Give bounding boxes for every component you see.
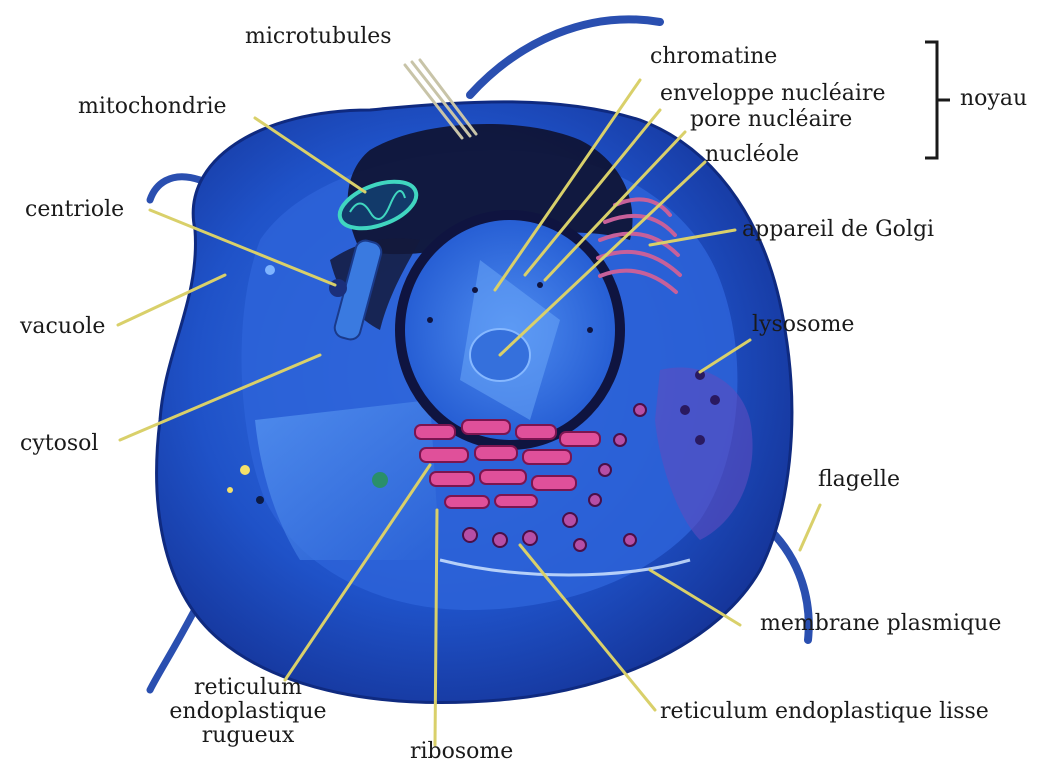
label-centriole: centriole xyxy=(25,198,124,222)
label-chromatine: chromatine xyxy=(650,45,777,69)
leader-flagelle xyxy=(800,505,820,550)
flagellum-top xyxy=(470,19,660,95)
label-reticulum-rugueux-1: reticulum xyxy=(168,676,328,700)
noyau-bracket xyxy=(925,42,950,158)
label-vacuole: vacuole xyxy=(20,315,105,339)
label-pore-nucleaire: pore nucléaire xyxy=(690,108,852,132)
centriole-dot xyxy=(329,279,347,297)
label-flagelle: flagelle xyxy=(818,468,900,492)
label-appareil-de-golgi: appareil de Golgi xyxy=(742,218,934,242)
label-microtubules: microtubules xyxy=(245,25,392,49)
label-reticulum-lisse: reticulum endoplastique lisse xyxy=(660,700,989,724)
leader-ribosome xyxy=(435,510,437,745)
label-membrane-plasmique: membrane plasmique xyxy=(760,612,1001,636)
label-reticulum-rugueux-3: rugueux xyxy=(168,724,328,748)
label-noyau: noyau xyxy=(960,87,1027,111)
flagellum-left xyxy=(150,177,200,200)
label-lysosome: lysosome xyxy=(752,313,854,337)
label-ribosome: ribosome xyxy=(410,740,513,764)
label-mitochondrie: mitochondrie xyxy=(78,95,227,119)
label-cytosol: cytosol xyxy=(20,432,98,456)
label-reticulum-rugueux-2: endoplastique xyxy=(168,700,328,724)
label-enveloppe-nucleaire: enveloppe nucléaire xyxy=(660,82,886,106)
label-nucleole: nucléole xyxy=(705,143,799,167)
